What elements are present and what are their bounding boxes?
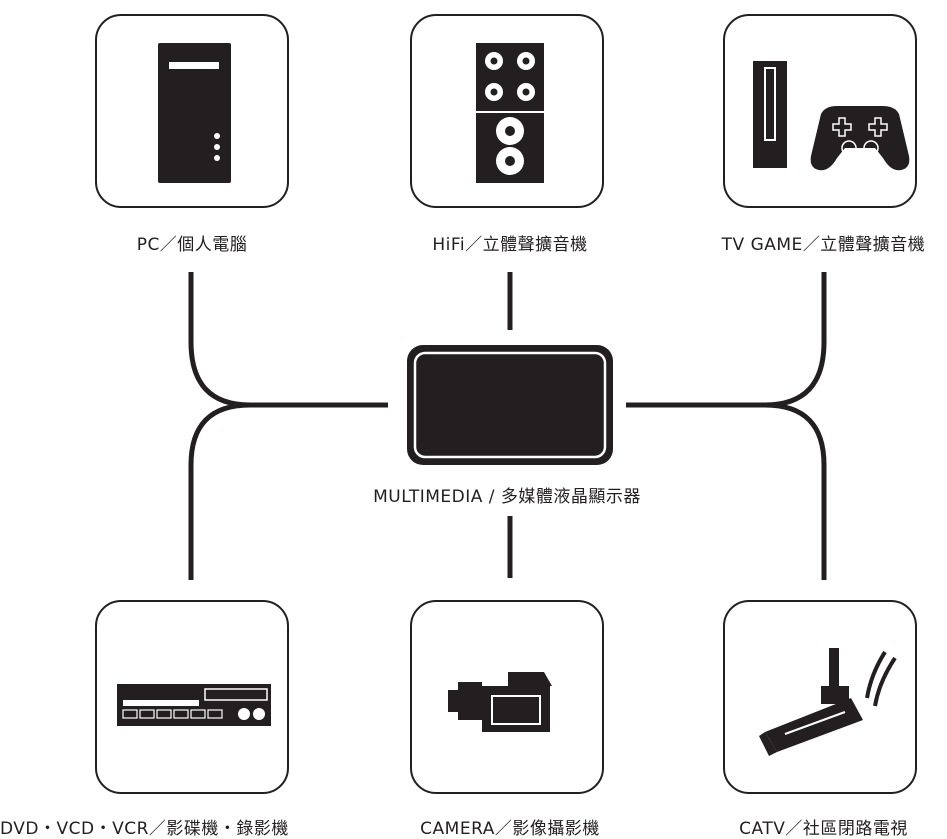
dvd-player-icon — [117, 684, 271, 726]
dvd-label: DVD・VCD・VCR／影碟機・錄影機 — [0, 819, 289, 839]
cctv-camera-icon — [759, 648, 897, 756]
dvd-box — [95, 600, 289, 794]
center-display-label: MULTIMEDIA / 多媒體液晶顯示器 — [373, 487, 641, 507]
camera-box — [410, 600, 604, 794]
camera-label: CAMERA／影像攝影機 — [420, 819, 600, 839]
connector-catv — [764, 402, 827, 580]
hifi-label: HiFi／立體聲擴音機 — [432, 235, 588, 255]
lcd-display-icon — [407, 345, 613, 465]
pc-box — [95, 14, 289, 208]
hifi-box — [410, 14, 604, 208]
connector-tvgame — [626, 272, 827, 408]
tvgame-box — [723, 14, 917, 208]
game-console-icon — [753, 61, 910, 171]
connector-pc — [188, 272, 388, 408]
speaker-icon — [476, 43, 544, 183]
pc-label: PC／個人電腦 — [136, 235, 248, 255]
connector-dvd — [188, 402, 251, 580]
catv-box — [723, 600, 917, 794]
video-camera-icon — [448, 672, 552, 732]
catv-label: CATV／社區閉路電視 — [739, 819, 908, 839]
pc-tower-icon — [158, 43, 231, 183]
tvgame-label: TV GAME／立體聲擴音機 — [721, 235, 926, 255]
